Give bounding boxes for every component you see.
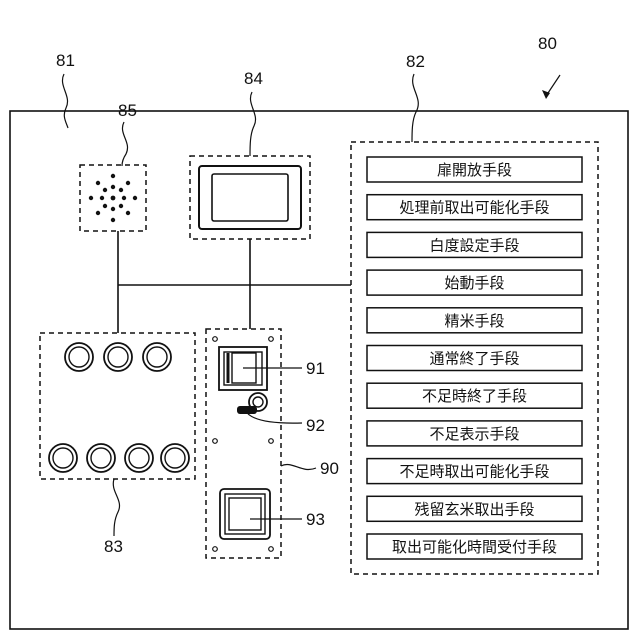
control-function-item: 精米手段: [367, 308, 582, 333]
round-button[interactable]: [49, 444, 77, 472]
ref-display-label: 84: [244, 69, 263, 88]
ref-part-92-label: 92: [306, 416, 325, 435]
ref-dispensing-unit-leader: [281, 464, 316, 469]
round-button[interactable]: [161, 444, 189, 472]
control-function-item: 扉開放手段: [367, 157, 582, 182]
control-function-item: 不足時取出可能化手段: [367, 459, 582, 484]
ref-body-leader: [62, 74, 68, 128]
control-function-item: 通常終了手段: [367, 346, 582, 371]
control-function-label: 不足時終了手段: [422, 387, 527, 405]
control-function-label: 通常終了手段: [429, 350, 519, 368]
control-function-label: 残留玄米取出手段: [414, 500, 534, 518]
button-row-bottom: [49, 444, 189, 472]
ref-body-label: 81: [56, 51, 75, 70]
control-function-list: 扉開放手段処理前取出可能化手段白度設定手段始動手段精米手段通常終了手段不足時終了…: [367, 157, 582, 559]
ref-control-unit-label: 82: [406, 52, 425, 71]
control-function-label: 取出可能化時間受付手段: [392, 538, 557, 556]
button-row-top: [65, 343, 171, 371]
control-function-item: 始動手段: [367, 270, 582, 295]
round-button[interactable]: [65, 343, 93, 371]
ref-control-unit-leader: [412, 74, 418, 142]
lever-unit-92[interactable]: [237, 393, 267, 414]
ref-dispensing-unit-label: 90: [320, 459, 339, 478]
ref-display-leader: [250, 92, 256, 156]
control-function-label: 処理前取出可能化手段: [399, 199, 549, 217]
round-button[interactable]: [104, 343, 132, 371]
ref-speaker-label: 85: [118, 101, 137, 120]
ref-buttons-leader: [113, 479, 119, 536]
ref-part-93-label: 93: [306, 510, 325, 529]
control-function-item: 不足時終了手段: [367, 383, 582, 408]
ref-buttons-label: 83: [104, 537, 123, 556]
control-function-item: 取出可能化時間受付手段: [367, 534, 582, 559]
control-function-item: 残留玄米取出手段: [367, 496, 582, 521]
speaker-icon: [89, 174, 137, 222]
display-bezel: [199, 166, 301, 229]
control-function-item: 白度設定手段: [367, 232, 582, 257]
ref-speaker-leader: [122, 122, 128, 166]
control-function-label: 扉開放手段: [437, 161, 512, 179]
control-function-label: 不足時取出可能化手段: [399, 463, 549, 481]
round-button[interactable]: [143, 343, 171, 371]
ref-part-91-label: 91: [306, 359, 325, 378]
control-function-item: 不足表示手段: [367, 421, 582, 446]
control-function-label: 白度設定手段: [429, 236, 519, 254]
display-screen: [212, 174, 288, 221]
control-function-item: 処理前取出可能化手段: [367, 195, 582, 220]
control-function-label: 精米手段: [444, 312, 504, 330]
round-button[interactable]: [87, 444, 115, 472]
display-box: [190, 156, 310, 239]
outlet-unit-93[interactable]: [220, 489, 270, 539]
ref-device-label: 80: [538, 34, 557, 53]
round-button[interactable]: [125, 444, 153, 472]
control-function-label: 不足表示手段: [429, 425, 519, 443]
control-function-label: 始動手段: [444, 274, 504, 292]
